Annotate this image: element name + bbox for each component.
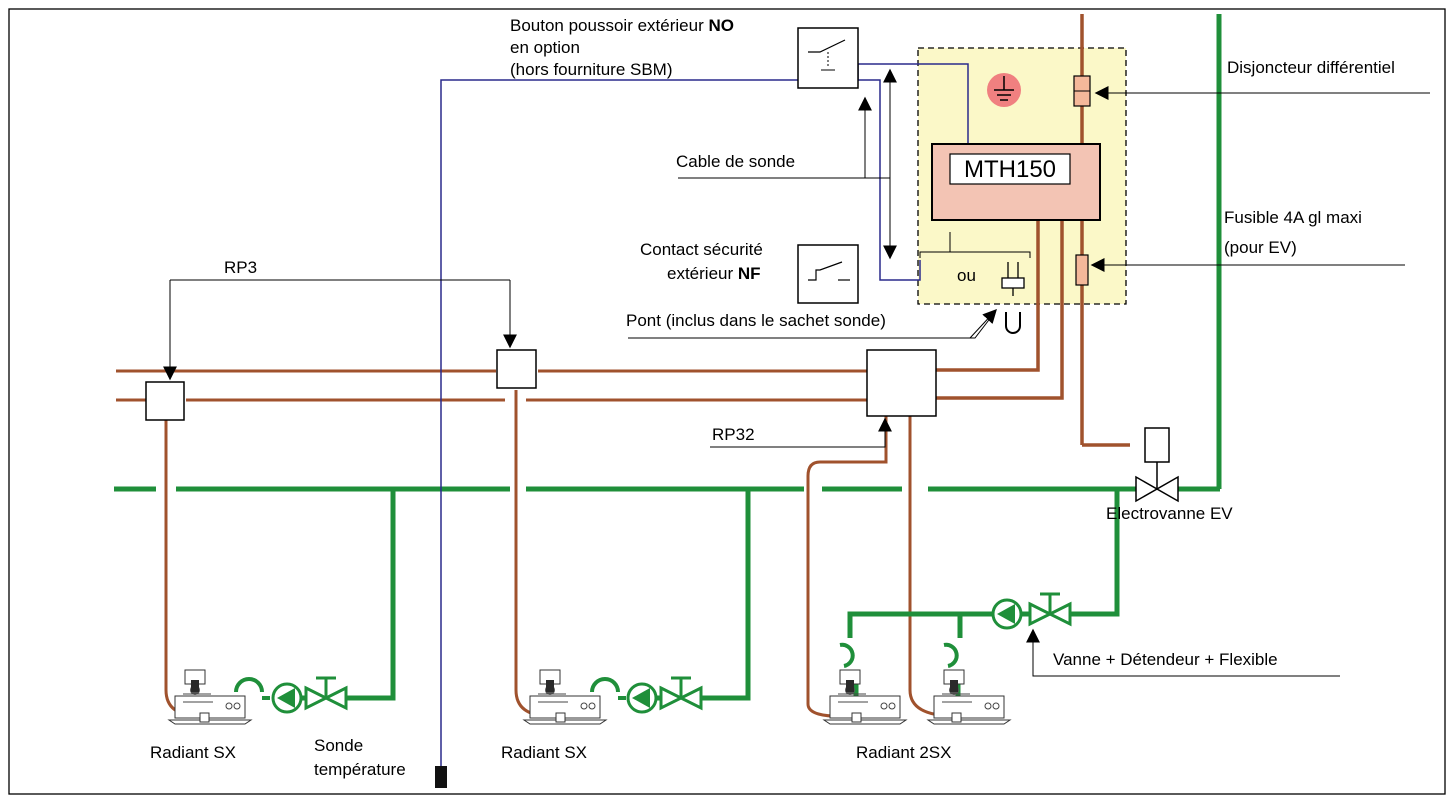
radiant-cables [164,390,956,718]
earth-ground-icon [987,73,1021,107]
radiant-heater-icon [168,669,252,725]
diagram-frame [8,8,1446,795]
temp-probe-label-2: température [314,760,406,779]
temperature-probe-icon [435,766,447,788]
breaker-icon [1073,75,1091,107]
push-button-switch-icon [797,27,859,89]
valve-icon [304,592,1072,711]
push-button-label-2: en option [510,38,580,57]
push-button-label-3: (hors fourniture SBM) [510,60,673,79]
rp32-label: RP32 [712,425,755,444]
radiant-heater-icon [823,669,907,725]
bridge-label: Pont (inclus dans le sachet sonde) [626,311,886,330]
plug-connector-icon [1001,262,1025,296]
radiant-sx-label-2: Radiant SX [501,743,587,762]
u-bridge-icon [1005,312,1021,334]
electrovalve-label: Electrovanne EV [1106,504,1233,523]
temp-probe-label: Sonde [314,736,364,755]
safety-contact-label-2: extérieur NF [667,264,761,283]
breaker-label: Disjoncteur différentiel [1227,58,1395,77]
fuse-label: Fusible 4A gl maxi [1224,208,1362,227]
valve-kit-label: Vanne + Détendeur + Flexible [1053,650,1278,669]
or-label: ou [957,266,976,285]
probe-cable-label: Cable de sonde [676,152,796,171]
fuse-icon [1075,254,1089,286]
junction-boxes [145,349,937,421]
radiant-2sx-label: Radiant 2SX [856,743,952,762]
radiant-sx-label-1: Radiant SX [150,743,236,762]
electrovalve-icon [1135,427,1179,503]
annotation-lines [163,68,1430,677]
mth150-display [949,153,1071,185]
rp3-label: RP3 [224,258,258,277]
fuse-label-2: (pour EV) [1224,238,1297,257]
radiant-heater-icon [927,669,1011,725]
mth150-label: MTH150 [963,156,1057,183]
pressure-regulator-icon [271,598,1023,714]
nc-contact-switch-icon [797,244,859,304]
push-button-label: Bouton poussoir extérieur NO [510,16,734,35]
ou-bracket [919,251,1031,258]
safety-contact-label: Contact sécurité [640,240,763,259]
bus-cables [116,369,867,402]
